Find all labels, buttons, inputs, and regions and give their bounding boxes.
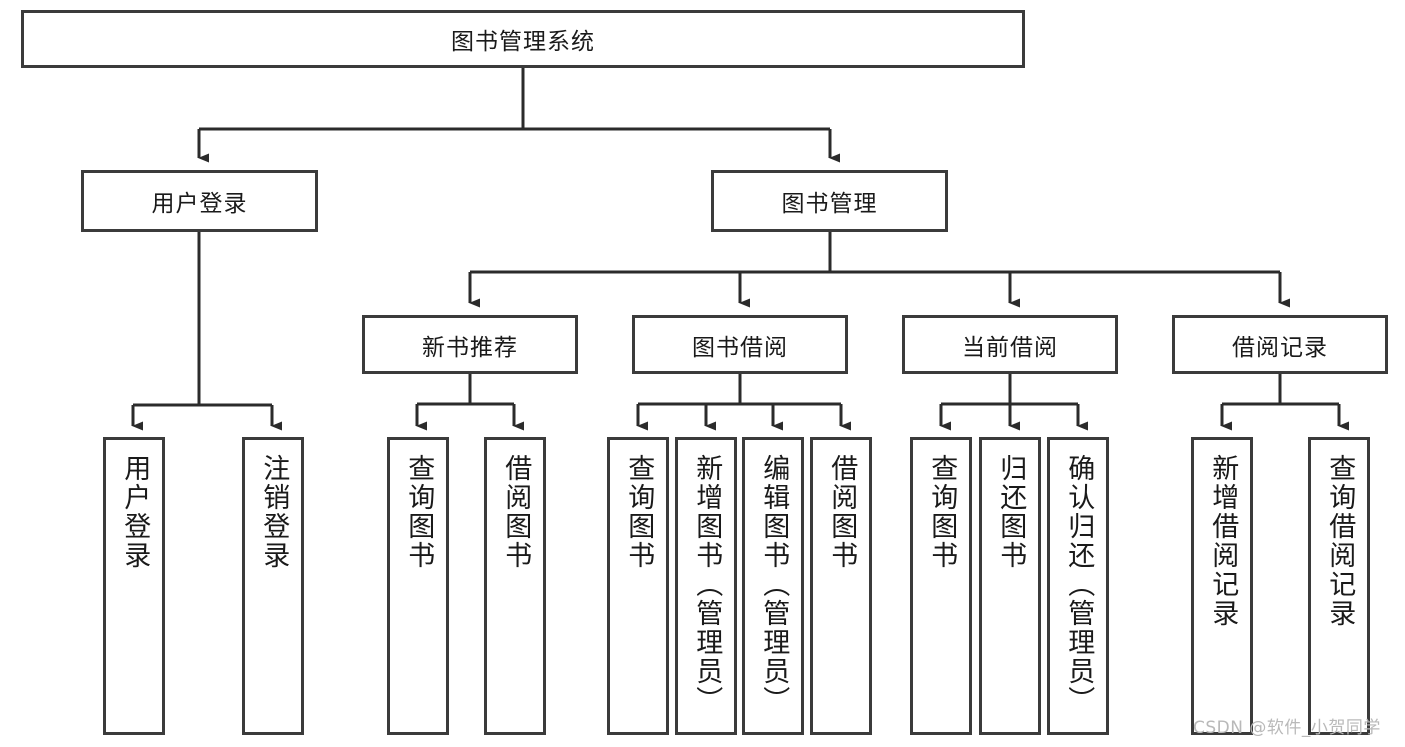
node-label: 借阅记录 [1232,334,1328,361]
node-book-borrow[interactable]: 图书借阅 [632,315,848,374]
node-label: 查询借阅记录 [1324,454,1356,628]
leaf-current-borrow-return-book[interactable]: 归还图书 [979,437,1041,735]
node-label: 新增借阅记录 [1207,454,1239,628]
node-label: 图书管理 [781,191,878,217]
node-user-login[interactable]: 用户登录 [81,170,318,232]
leaf-current-borrow-query-book[interactable]: 查询图书 [910,437,972,735]
leaf-user-login-login[interactable]: 用户登录 [103,437,165,735]
node-label: 图书管理系统 [451,29,595,55]
leaf-borrow-record-add-record[interactable]: 新增借阅记录 [1191,437,1253,735]
leaf-book-borrow-add-book-admin[interactable]: 新增图书（管理员） [675,437,737,735]
node-label: 新书推荐 [422,334,518,361]
leaf-book-borrow-borrow-book[interactable]: 借阅图书 [810,437,872,735]
leaf-book-borrow-edit-book-admin[interactable]: 编辑图书（管理员） [742,437,804,735]
leaf-user-login-logout[interactable]: 注销登录 [242,437,304,735]
node-book-management[interactable]: 图书管理 [711,170,948,232]
node-new-book-recommend[interactable]: 新书推荐 [362,315,578,374]
node-current-borrow[interactable]: 当前借阅 [902,315,1118,374]
node-label: 确认归还（管理员） [1063,454,1095,715]
node-label: 查询图书 [623,454,655,570]
node-label: 注销登录 [258,454,290,570]
node-label: 新增图书（管理员） [691,454,723,715]
watermark-text: CSDN @软件_小贺同学 [1193,718,1381,738]
leaf-new-book-query-book[interactable]: 查询图书 [387,437,449,735]
node-label: 图书借阅 [692,334,788,361]
node-label: 用户登录 [151,191,248,217]
watermark-csdn: CSDN @软件_小贺同学 [1193,713,1381,738]
node-borrow-record[interactable]: 借阅记录 [1172,315,1388,374]
node-label: 查询图书 [403,454,435,570]
node-label: 归还图书 [995,454,1027,570]
node-label: 当前借阅 [962,334,1058,361]
leaf-borrow-record-query-record[interactable]: 查询借阅记录 [1308,437,1370,735]
node-label: 借阅图书 [500,454,532,570]
node-label: 用户登录 [119,454,151,570]
node-root-book-management-system[interactable]: 图书管理系统 [21,10,1025,68]
leaf-new-book-borrow-book[interactable]: 借阅图书 [484,437,546,735]
leaf-book-borrow-query-book[interactable]: 查询图书 [607,437,669,735]
node-label: 编辑图书（管理员） [758,454,790,715]
leaf-current-borrow-confirm-return-admin[interactable]: 确认归还（管理员） [1047,437,1109,735]
node-label: 查询图书 [926,454,958,570]
node-label: 借阅图书 [826,454,858,570]
